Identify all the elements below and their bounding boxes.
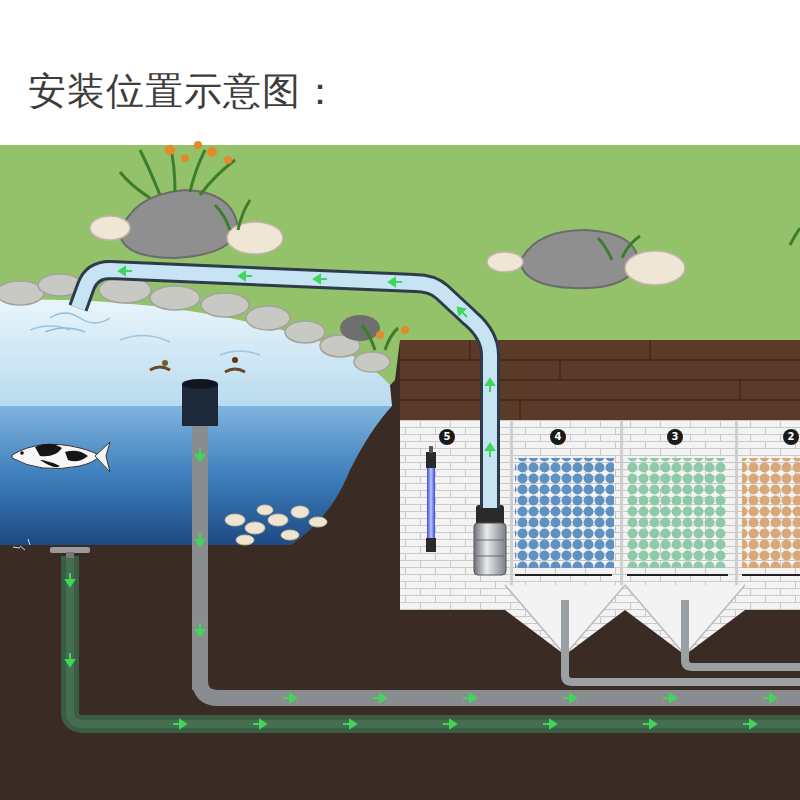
- callout-number: 3: [672, 431, 679, 442]
- callout-circle: 5: [439, 429, 455, 445]
- callout-number: 4: [555, 431, 562, 442]
- callout-circle: 4: [550, 429, 566, 445]
- callout-number: 5: [444, 431, 451, 442]
- callout-circle: 3: [667, 429, 683, 445]
- title-text: 安装位置示意图：: [28, 66, 340, 117]
- callout-circle: 2: [783, 429, 799, 445]
- callout-number: 2: [788, 431, 795, 442]
